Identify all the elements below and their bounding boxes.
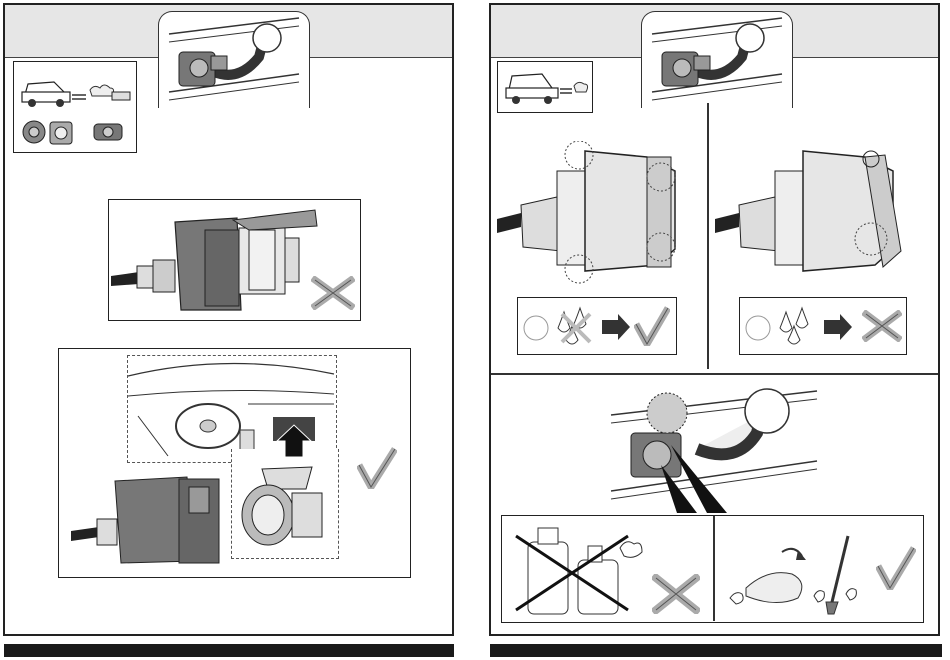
adapter-pins-illustration <box>232 449 337 556</box>
vehicle-inset <box>497 61 593 113</box>
tow-bar-tab <box>158 11 310 108</box>
vehicle-trailer-inset <box>13 61 137 153</box>
x-mark-icon <box>311 276 355 310</box>
adapter-wrong-panel <box>108 199 361 321</box>
tow-bar-tab <box>641 11 793 108</box>
tow-bar-socket-icon <box>159 12 309 108</box>
trailer-plug-illustration <box>69 471 234 567</box>
manual-page-left <box>3 3 454 636</box>
adapter-inset <box>231 449 339 559</box>
water-test-correct-panel <box>517 297 677 355</box>
cleaning-divider <box>713 516 715 621</box>
car-to-trailer-icon <box>14 62 135 151</box>
insert-arrow-icon <box>269 411 319 459</box>
check-mark-icon <box>876 546 916 590</box>
page-footer-bar <box>490 644 942 657</box>
tow-bar-socket-icon <box>642 12 792 108</box>
manual-page-right <box>489 3 940 636</box>
water-test-wrong-panel <box>739 297 907 355</box>
adapter-correct-panel <box>58 348 411 578</box>
column-divider <box>707 103 709 369</box>
socket-seal-ok-illustration <box>497 141 697 291</box>
page-footer-bar <box>4 644 454 657</box>
tow-ball-socket-closeup <box>607 385 827 515</box>
socket-cleaning-panel <box>501 515 924 623</box>
check-mark-icon <box>634 306 670 346</box>
blower-and-brush-illustration <box>722 522 872 618</box>
section-divider <box>491 373 938 375</box>
x-mark-icon <box>862 310 902 342</box>
x-mark-icon <box>652 574 700 614</box>
socket-seal-damaged-illustration <box>715 141 915 291</box>
car-icon <box>498 62 591 111</box>
check-mark-icon <box>357 447 397 489</box>
